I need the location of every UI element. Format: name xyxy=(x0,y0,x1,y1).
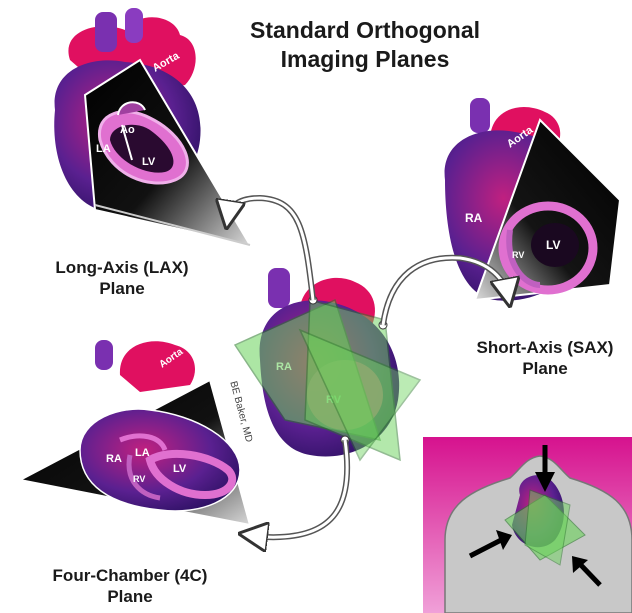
lax-label-line-2: Plane xyxy=(22,278,222,299)
la-label-lax: LA xyxy=(96,143,111,155)
lv-label-sax: LV xyxy=(546,238,560,252)
ao-label: Ao xyxy=(120,124,135,136)
four-chamber-label-line-1: Four-Chamber (4C) xyxy=(20,565,240,586)
ra-label-4c: RA xyxy=(106,453,122,465)
sax-plane-label: Short-Axis (SAX) Plane xyxy=(455,337,632,379)
ra-label-sax: RA xyxy=(465,211,483,225)
lax-label-line-1: Long-Axis (LAX) xyxy=(22,257,222,278)
la-label-4c: LA xyxy=(135,447,150,459)
rv-label-4c: RV xyxy=(133,474,145,484)
rv-label-sax: RV xyxy=(512,250,524,260)
four-chamber-label-line-2: Plane xyxy=(20,586,240,607)
sax-label-line-2: Plane xyxy=(455,358,632,379)
lv-label-4c: LV xyxy=(173,463,187,475)
lv-label-lax: LV xyxy=(142,156,156,168)
four-chamber-imaging-plane: RA LA RV LV xyxy=(20,380,250,525)
four-chamber-plane-label: Four-Chamber (4C) Plane xyxy=(20,565,240,607)
lax-plane-label: Long-Axis (LAX) Plane xyxy=(22,257,222,299)
torso-inset xyxy=(423,437,632,613)
sax-label-line-1: Short-Axis (SAX) xyxy=(455,337,632,358)
four-chamber-heart-illustration: Aorta xyxy=(95,340,195,392)
diagram-title: Standard Orthogonal Imaging Planes xyxy=(200,16,530,74)
title-line-2: Imaging Planes xyxy=(200,45,530,74)
title-line-1: Standard Orthogonal xyxy=(200,16,530,45)
